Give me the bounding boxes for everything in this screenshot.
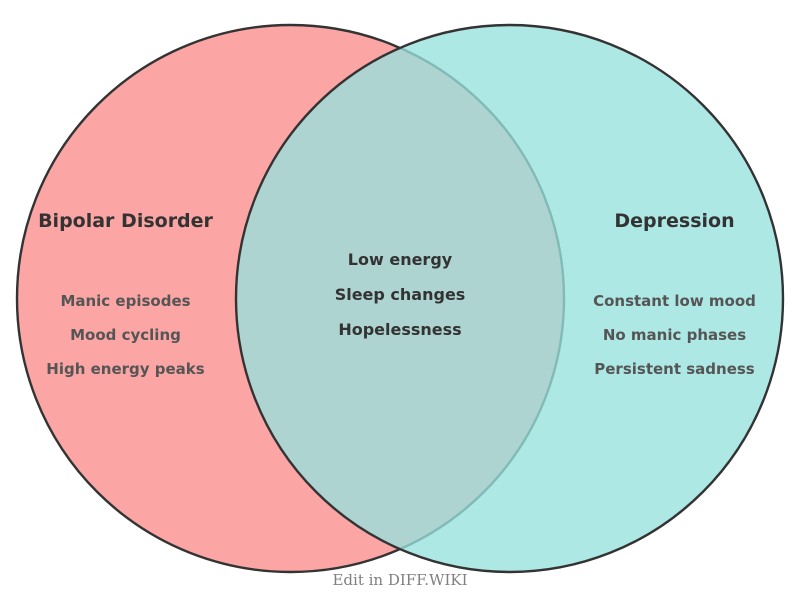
list-item: Mood cycling: [70, 326, 181, 344]
left-set-item-list: Manic episodes Mood cycling High energy …: [0, 294, 251, 377]
list-item: No manic phases: [602, 326, 747, 344]
list-item: Sleep changes: [334, 285, 466, 304]
right-set-circle[interactable]: [234, 23, 785, 574]
intersection-item-list: Low energy Sleep changes Hopelessness: [275, 252, 525, 338]
list-item: Low energy: [347, 250, 453, 269]
list-item: Hopelessness: [338, 320, 462, 339]
list-item: Constant low mood: [593, 292, 756, 310]
intersection-group: Low energy Sleep changes Hopelessness: [275, 252, 525, 357]
right-set-item-list: Constant low mood No manic phases Persis…: [549, 294, 800, 377]
left-set-title: Bipolar Disorder: [38, 210, 213, 232]
edit-link[interactable]: Edit in DIFF.WIKI: [332, 571, 468, 589]
right-set-group: Depression Constant low mood No manic ph…: [549, 212, 800, 377]
right-set-title: Depression: [614, 210, 735, 232]
list-item: Persistent sadness: [594, 360, 755, 378]
list-item: High energy peaks: [46, 360, 205, 378]
list-item: Manic episodes: [60, 292, 191, 310]
left-set-group: Bipolar Disorder Manic episodes Mood cyc…: [0, 212, 251, 377]
